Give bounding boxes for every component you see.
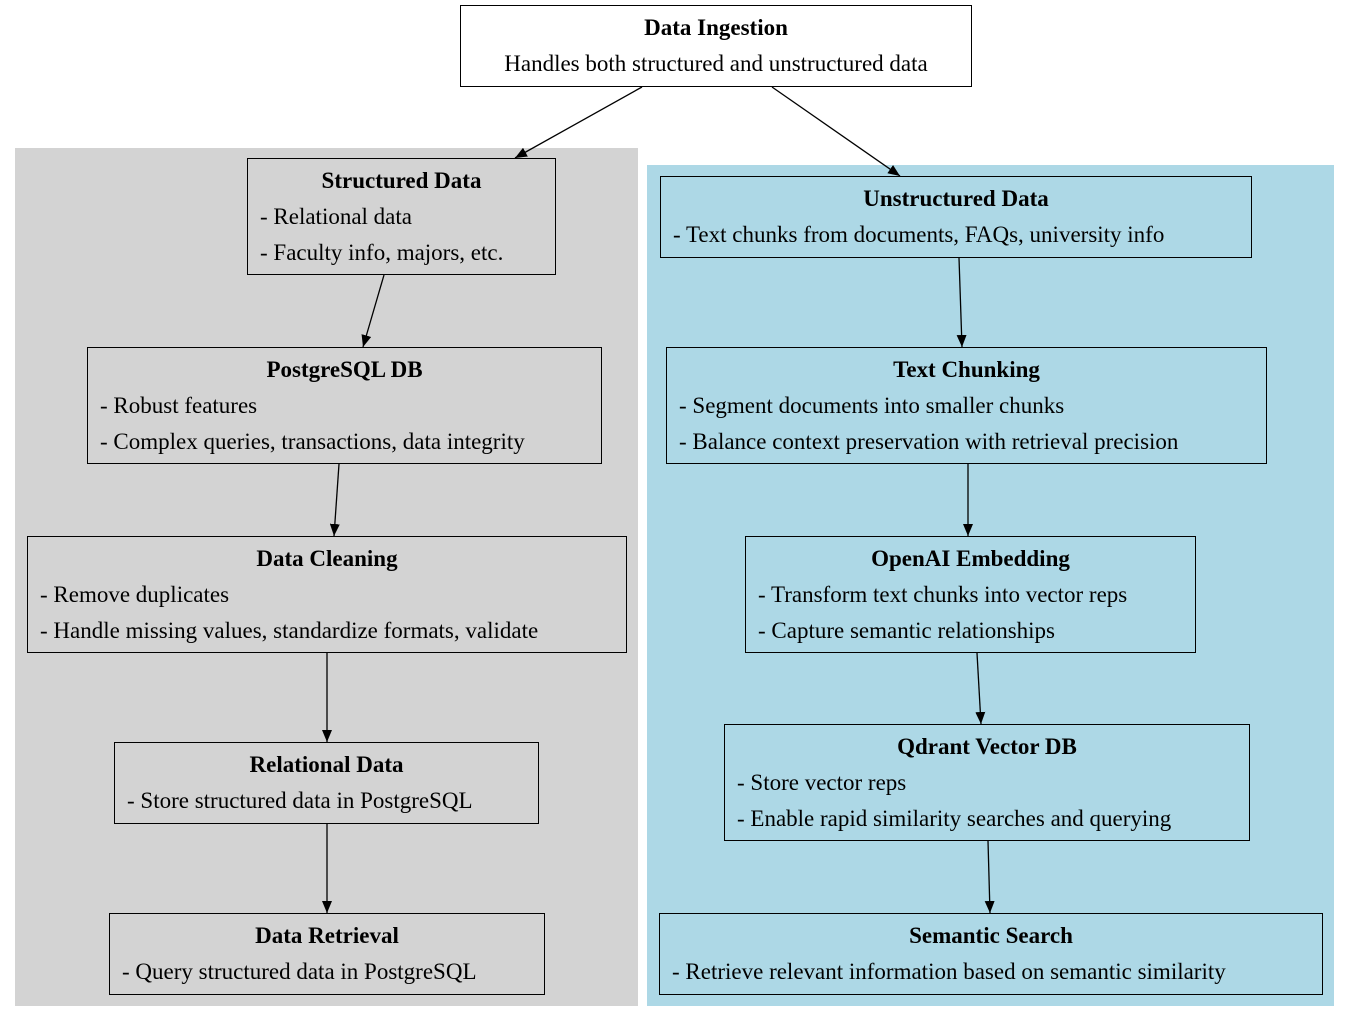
text-chunking-line: - Segment documents into smaller chunks: [679, 392, 1065, 418]
data-ingestion-line: Handles both structured and unstructured…: [504, 51, 928, 76]
relational-data-line: - Store structured data in PostgreSQL: [127, 788, 473, 813]
postgresql-db-title: PostgreSQL DB: [266, 356, 423, 382]
text-chunking-line: - Balance context preservation with retr…: [679, 428, 1179, 454]
structured-data-line: - Relational data: [260, 203, 412, 229]
openai-embedding-line: - Transform text chunks into vector reps: [758, 581, 1128, 607]
qdrant-vector-db-title: Qdrant Vector DB: [897, 733, 1077, 759]
text-chunking-node: Text Chunking - Segment documents into s…: [666, 347, 1267, 464]
qdrant-vector-db-line: - Enable rapid similarity searches and q…: [737, 805, 1172, 831]
text-chunking-title: Text Chunking: [893, 356, 1040, 382]
semantic-search-line: - Retrieve relevant information based on…: [672, 959, 1226, 984]
data-retrieval-title: Data Retrieval: [255, 923, 399, 948]
qdrant-vector-db-line: - Store vector reps: [737, 769, 907, 795]
data-cleaning-title: Data Cleaning: [256, 545, 398, 571]
edge-ingestion-to-unstructured: [771, 86, 901, 177]
unstructured-data-node: Unstructured Data - Text chunks from doc…: [660, 176, 1252, 258]
data-cleaning-line: - Remove duplicates: [40, 581, 230, 607]
structured-data-title: Structured Data: [321, 167, 482, 193]
relational-data-node: Relational Data - Store structured data …: [114, 742, 539, 824]
qdrant-vector-db-node: Qdrant Vector DB - Store vector reps - E…: [724, 724, 1250, 841]
openai-embedding-line: - Capture semantic relationships: [758, 617, 1056, 643]
openai-embedding-title: OpenAI Embedding: [871, 545, 1070, 571]
unstructured-data-line: - Text chunks from documents, FAQs, univ…: [673, 222, 1165, 247]
postgresql-db-line: - Complex queries, transactions, data in…: [100, 428, 525, 454]
unstructured-data-title: Unstructured Data: [863, 186, 1049, 211]
data-retrieval-node: Data Retrieval - Query structured data i…: [109, 913, 545, 995]
semantic-search-node: Semantic Search - Retrieve relevant info…: [659, 913, 1323, 995]
semantic-search-title: Semantic Search: [909, 923, 1073, 948]
postgresql-db-node: PostgreSQL DB - Robust features - Comple…: [87, 347, 602, 464]
data-cleaning-node: Data Cleaning - Remove duplicates - Hand…: [27, 536, 627, 653]
structured-data-node: Structured Data - Relational data - Facu…: [247, 158, 556, 275]
structured-data-line: - Faculty info, majors, etc.: [260, 239, 504, 265]
data-ingestion-title: Data Ingestion: [644, 15, 788, 40]
postgresql-db-line: - Robust features: [100, 392, 258, 418]
data-ingestion-node: Data Ingestion Handles both structured a…: [460, 5, 972, 87]
openai-embedding-node: OpenAI Embedding - Transform text chunks…: [745, 536, 1196, 653]
data-cleaning-line: - Handle missing values, standardize for…: [40, 617, 539, 643]
data-retrieval-line: - Query structured data in PostgreSQL: [122, 959, 477, 984]
relational-data-title: Relational Data: [249, 752, 404, 777]
